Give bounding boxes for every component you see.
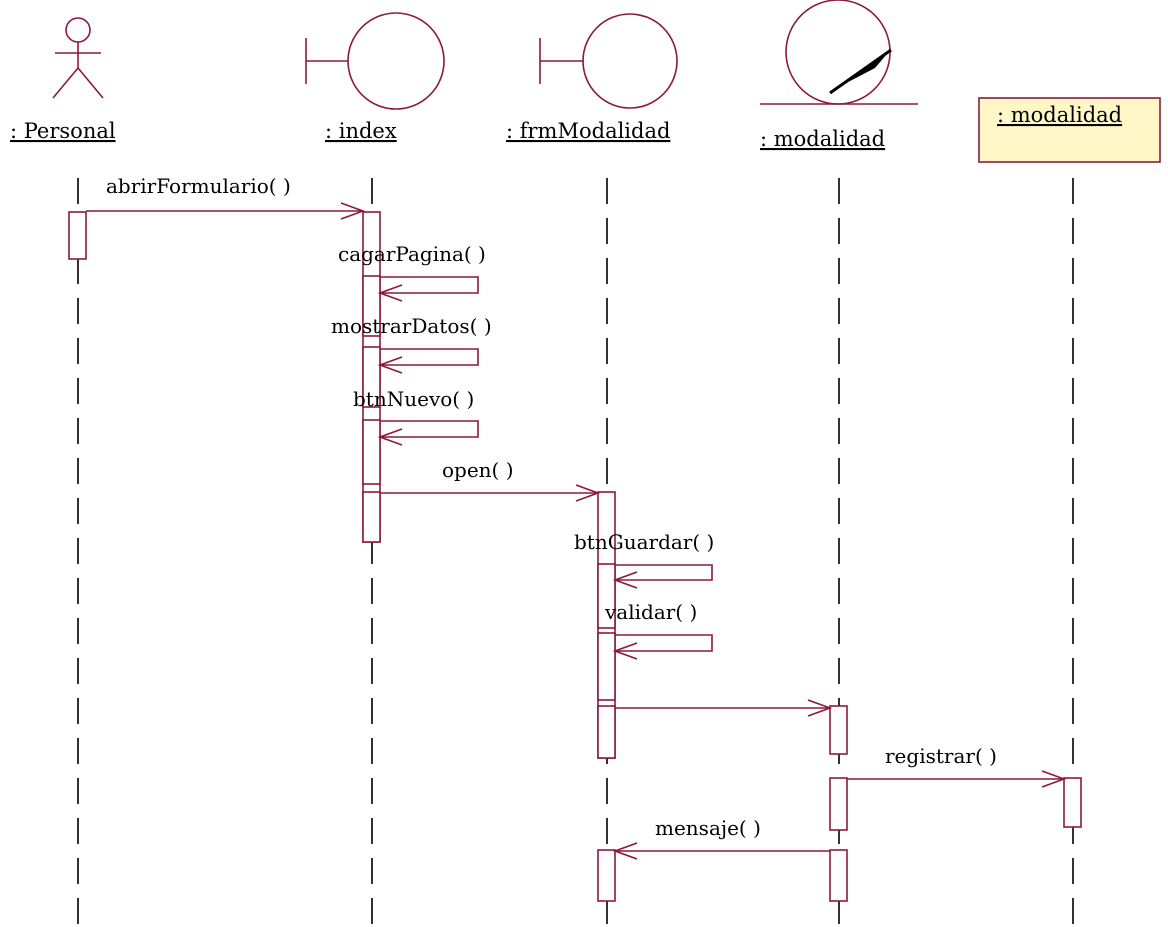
activation-bar (597, 849, 616, 902)
activation-bar (829, 849, 848, 902)
activation-bar (829, 777, 848, 831)
activation-bar (68, 211, 87, 260)
entity-icon (760, 0, 918, 105)
activation-bar (362, 419, 381, 485)
actor-icon (52, 17, 104, 99)
message-arrow (86, 202, 366, 220)
message-label: cagarPagina( ) (338, 242, 486, 266)
message-arrow (612, 842, 830, 860)
message-label: validar( ) (604, 600, 697, 624)
message-arrow (380, 484, 601, 502)
participant-label: : frmModalidad (506, 119, 670, 143)
message-label: open( ) (442, 458, 514, 482)
message-label: mostrarDatos( ) (331, 314, 492, 338)
self-message-arrow (377, 276, 479, 302)
self-message-arrow (377, 420, 479, 446)
message-label: btnGuardar( ) (574, 530, 714, 554)
message-label: registrar( ) (885, 744, 997, 768)
activation-bar (597, 705, 616, 759)
activation-bar (1063, 777, 1082, 828)
message-label: mensaje( ) (655, 816, 761, 840)
self-message-arrow (377, 348, 479, 374)
participant-label: : modalidad (997, 103, 1122, 127)
message-label: abrirFormulario( ) (106, 174, 291, 198)
message-arrow (847, 770, 1067, 788)
activation-bar (362, 275, 381, 337)
activation-bar (597, 632, 616, 701)
boundary-icon (539, 13, 678, 109)
participant-label: : Personal (10, 119, 116, 143)
message-arrow (615, 699, 833, 717)
message-label: btnNuevo( ) (353, 387, 474, 411)
activation-bar (362, 491, 381, 543)
activation-bar (829, 705, 848, 755)
boundary-icon (305, 12, 445, 110)
activation-bar (362, 346, 381, 408)
object-box (978, 97, 1161, 163)
activation-bar (597, 563, 616, 629)
self-message-arrow (612, 634, 713, 660)
self-message-arrow (612, 564, 713, 589)
participant-label: : index (325, 119, 397, 143)
participant-label: : modalidad (760, 127, 885, 151)
